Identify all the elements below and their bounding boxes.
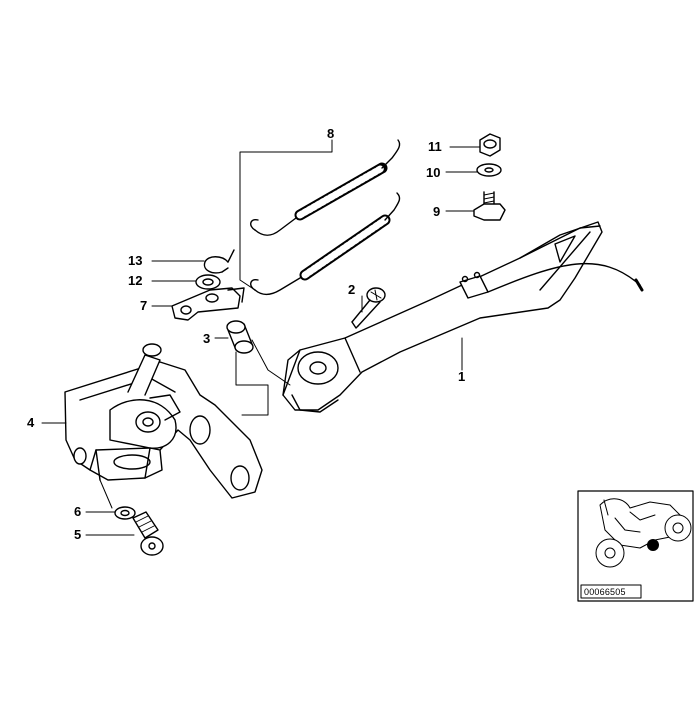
nut-part-11: [479, 133, 501, 157]
spring-upper: [250, 139, 401, 236]
callout-10: 10: [426, 165, 441, 180]
mounting-bracket: [64, 343, 263, 499]
inset-reference-code: 00066505: [584, 587, 626, 597]
location-marker-dot: [647, 539, 659, 551]
callout-11: 11: [428, 139, 442, 154]
callout-4: 4: [27, 415, 35, 430]
callout-9: 9: [433, 204, 441, 219]
bolt-part-9: [473, 191, 506, 221]
side-stand-leg: [282, 221, 644, 413]
callout-2: 2: [348, 282, 356, 297]
washer-part-12: [195, 274, 221, 290]
callout-7: 7: [140, 298, 148, 313]
washer-part-6: [114, 506, 136, 520]
circlip-part-13: [203, 249, 235, 274]
callout-12: 12: [128, 273, 143, 288]
spring-lower: [250, 192, 401, 296]
callout-13: 13: [128, 253, 143, 268]
location-inset: [577, 490, 694, 602]
callout-5: 5: [74, 527, 82, 542]
callout-8: 8: [327, 126, 335, 141]
callout-1: 1: [458, 369, 466, 384]
leader-lines: [41, 139, 481, 536]
washer-part-10: [476, 163, 502, 177]
bolt-part-5: [132, 511, 164, 556]
callout-3: 3: [203, 331, 211, 346]
switch-plate-part-7: [171, 287, 245, 321]
bushing-part-3: [226, 320, 254, 354]
callout-6: 6: [74, 504, 82, 519]
screw-part-2: [351, 287, 386, 329]
